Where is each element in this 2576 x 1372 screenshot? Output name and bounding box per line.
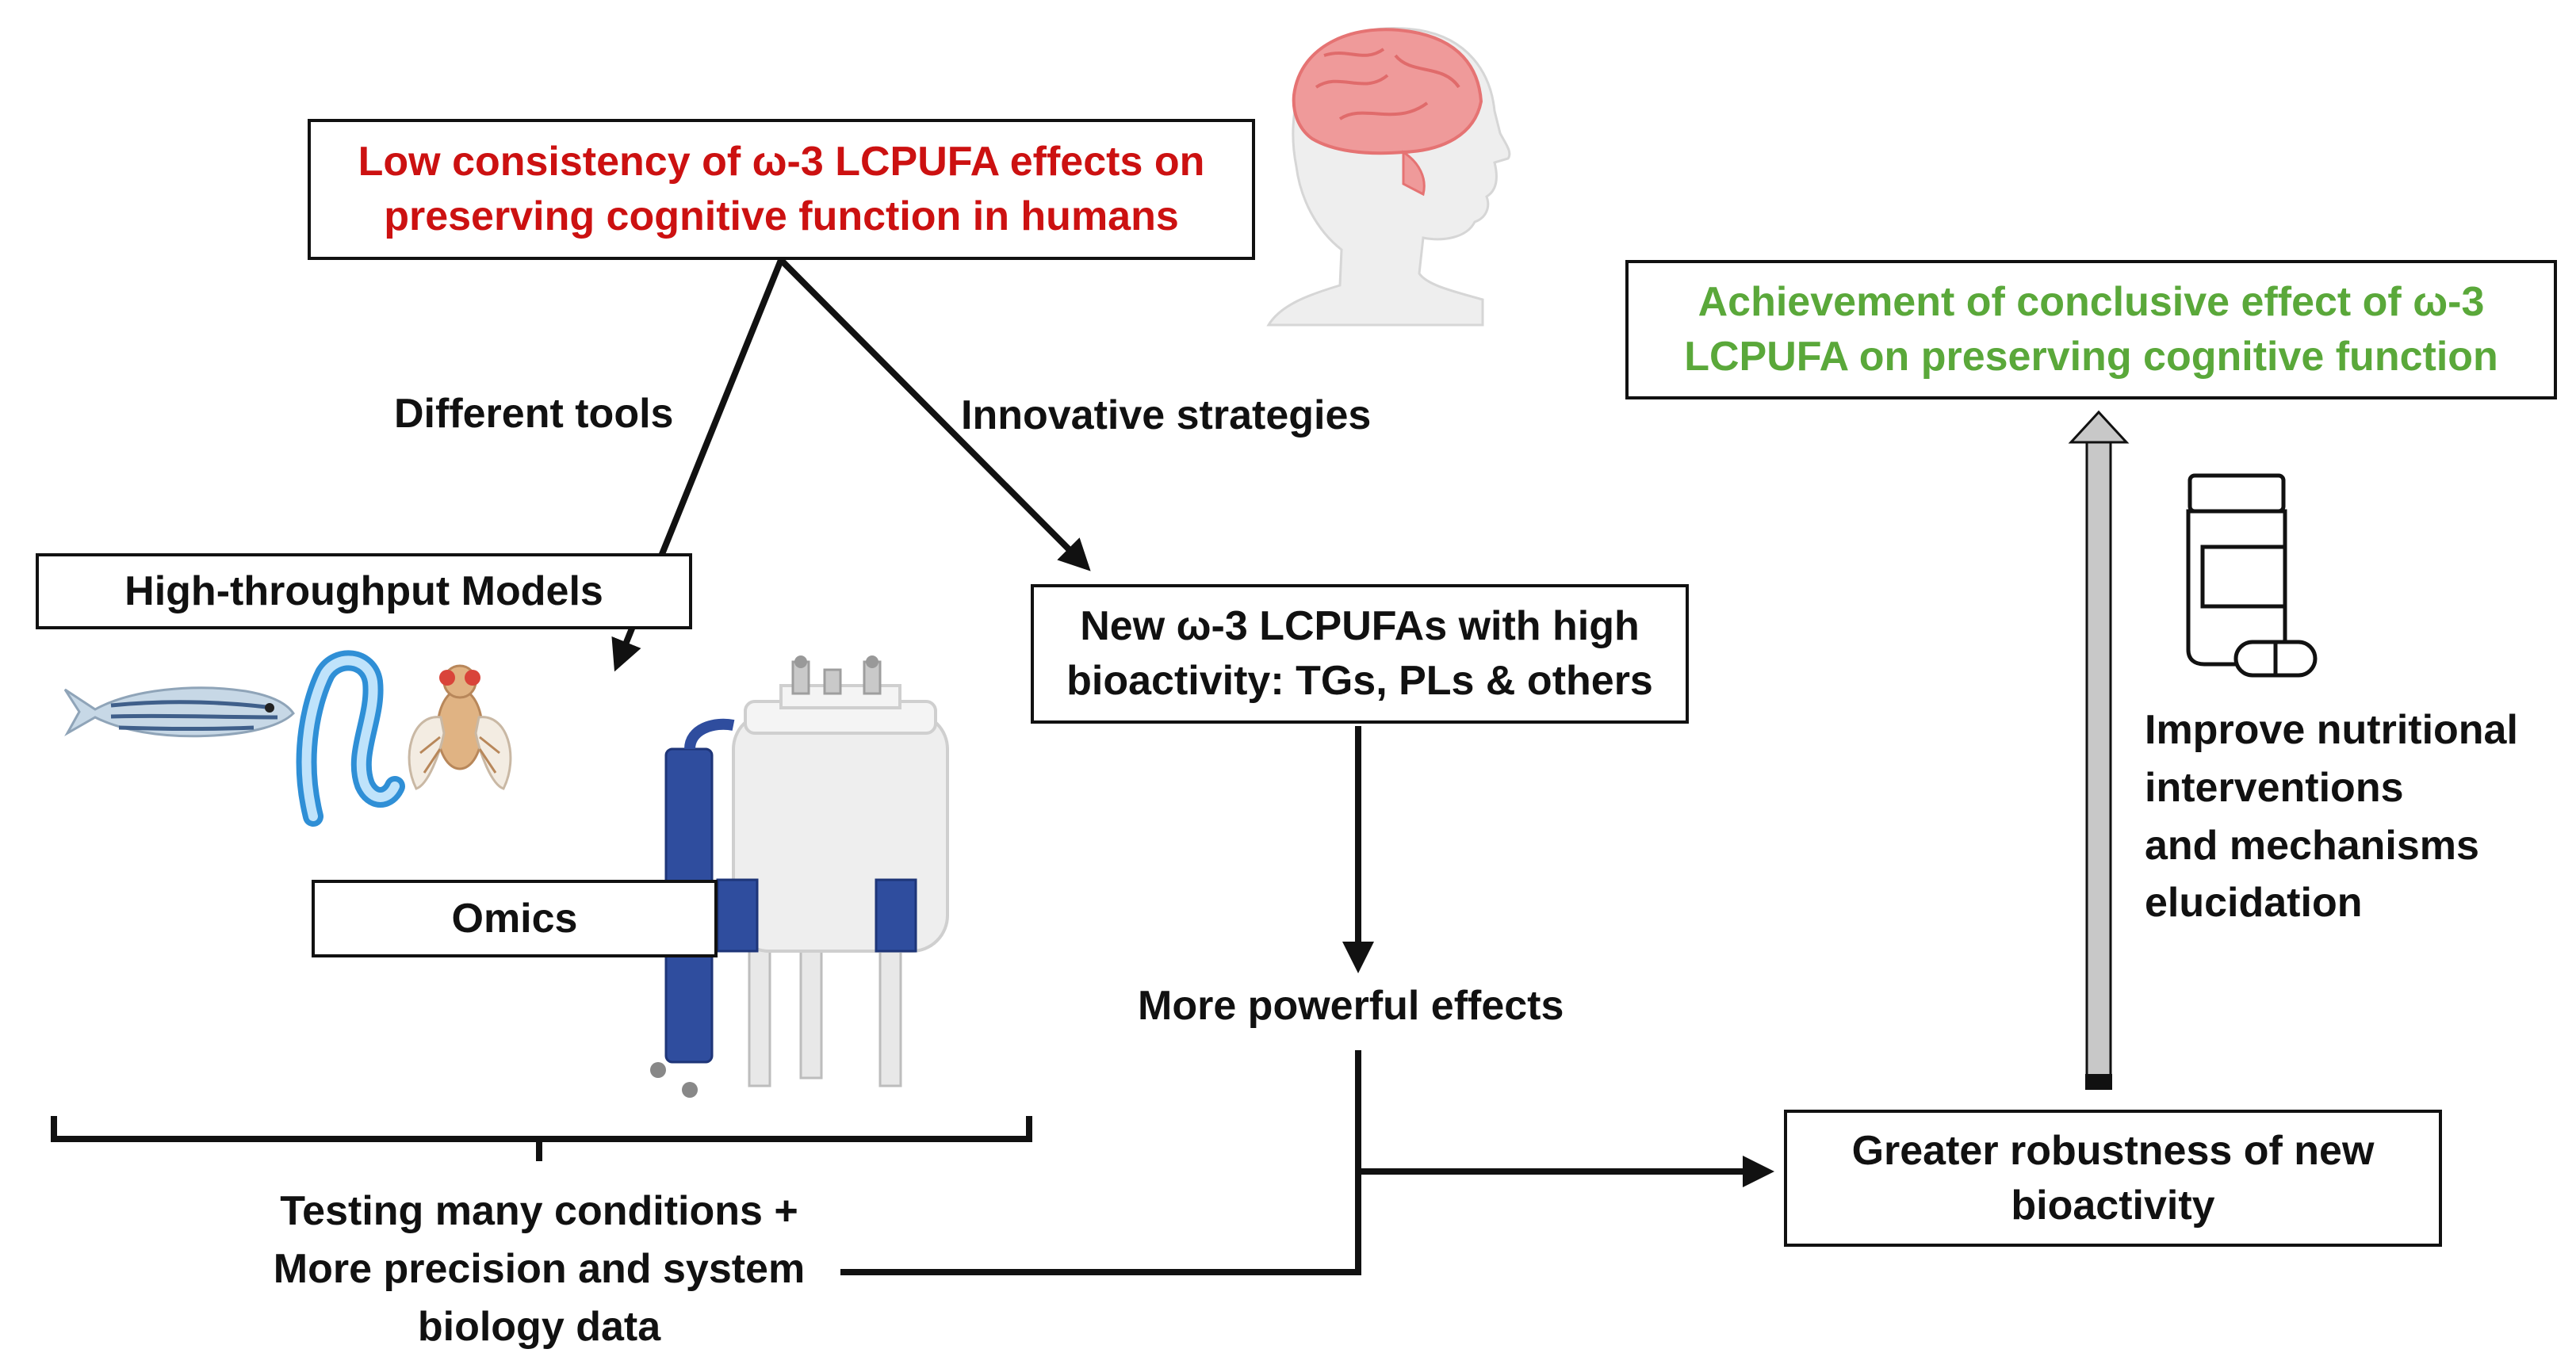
high-throughput-models-box: High-throughput Models: [36, 553, 692, 629]
achievement-line2: LCPUFA on preserving cognitive function: [1684, 334, 2498, 380]
testing-line1: Testing many conditions +: [280, 1188, 798, 1234]
improve-line4: elucidation: [2145, 880, 2363, 927]
omics-box: Omics: [312, 880, 718, 957]
testing-label: Testing many conditions + More precision…: [230, 1183, 848, 1355]
low-consistency-line2: preserving cognitive function in humans: [384, 193, 1179, 239]
improve-line3: and mechanisms: [2145, 822, 2479, 869]
c-elegans-worm-icon: [296, 650, 405, 827]
human-head-brain-icon: [1266, 27, 1511, 327]
new-lcpufas-line1: New ω-3 LCPUFAs with high: [1080, 603, 1640, 650]
testing-line2: More precision and system: [273, 1245, 806, 1292]
arrow-up-to-achievement: [2068, 410, 2130, 1090]
greater-robustness-line1: Greater robustness of new: [1851, 1127, 2375, 1174]
supplement-bottle-pill-icon: [2186, 473, 2318, 678]
different-tools-label: Different tools: [394, 391, 674, 437]
new-lcpufas-box: New ω-3 LCPUFAs with high bioactivity: T…: [1031, 584, 1689, 724]
improve-line1: Improve nutritional: [2145, 707, 2518, 753]
improve-line2: interventions: [2145, 764, 2404, 811]
arrow-innovative-strategies: [779, 258, 1091, 571]
new-lcpufas-line2: bioactivity: TGs, PLs & others: [1066, 658, 1653, 704]
testing-line3: biology data: [417, 1303, 661, 1350]
innovative-strategies-label: Innovative strategies: [961, 392, 1372, 438]
omics-label: Omics: [451, 895, 578, 942]
nmr-spectrometer-icon: [650, 655, 949, 1098]
more-powerful-effects-label: More powerful effects: [1138, 983, 1564, 1029]
improve-label: Improve nutritional interventions and me…: [2145, 701, 2518, 932]
greater-robustness-box: Greater robustness of new bioactivity: [1784, 1110, 2442, 1247]
greater-robustness-line2: bioactivity: [2011, 1182, 2215, 1229]
high-throughput-models-label: High-throughput Models: [124, 568, 603, 614]
fruit-fly-icon: [408, 664, 512, 790]
achievement-box: Achievement of conclusive effect of ω-3 …: [1625, 260, 2557, 399]
bracket: [51, 1116, 1032, 1161]
zebrafish-icon: [63, 686, 295, 738]
low-consistency-box: Low consistency of ω-3 LCPUFA effects on…: [308, 119, 1255, 260]
achievement-line1: Achievement of conclusive effect of ω-3: [1698, 279, 2485, 326]
low-consistency-line1: Low consistency of ω-3 LCPUFA effects on: [358, 139, 1205, 185]
